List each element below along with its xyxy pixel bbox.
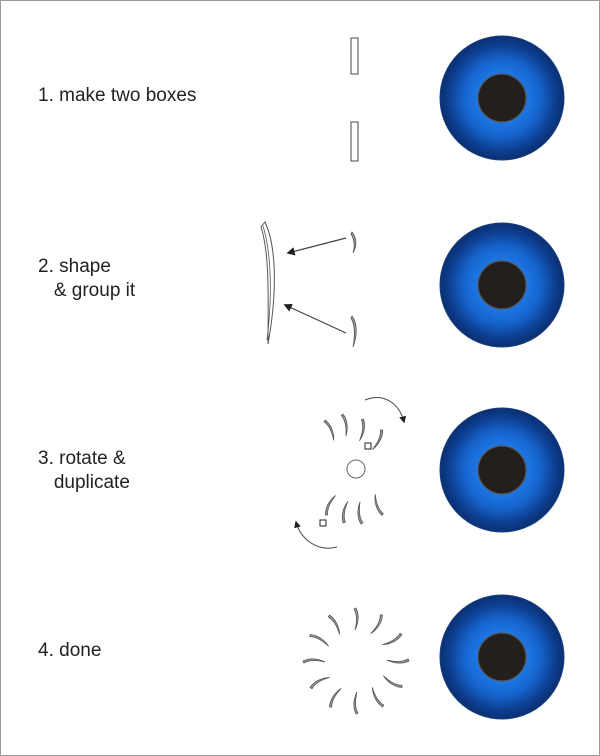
box-icon xyxy=(350,37,359,75)
box-icon xyxy=(350,121,359,162)
finished-ring xyxy=(302,607,410,715)
eye-icon xyxy=(439,222,565,348)
step-1-label: 1. make two boxes xyxy=(38,85,197,106)
step-3-label: 3. rotate & duplicate xyxy=(38,448,130,493)
eye-icon xyxy=(439,35,565,161)
shaped-piece xyxy=(350,231,357,254)
arrow-icon xyxy=(286,237,347,256)
step-4-label: 4. done xyxy=(38,640,102,661)
arrow-icon xyxy=(283,303,347,334)
shaped-piece xyxy=(350,315,357,348)
eye-icon xyxy=(439,407,565,533)
arrow-icon xyxy=(294,520,338,549)
rotation-center xyxy=(346,459,366,479)
step-2-label: 2. shape & group it xyxy=(38,256,136,301)
grouped-shape xyxy=(260,221,275,345)
eye-icon xyxy=(439,594,565,720)
arrow-icon xyxy=(364,397,407,424)
rotation-handle xyxy=(319,519,327,527)
rotation-handle xyxy=(364,442,372,450)
